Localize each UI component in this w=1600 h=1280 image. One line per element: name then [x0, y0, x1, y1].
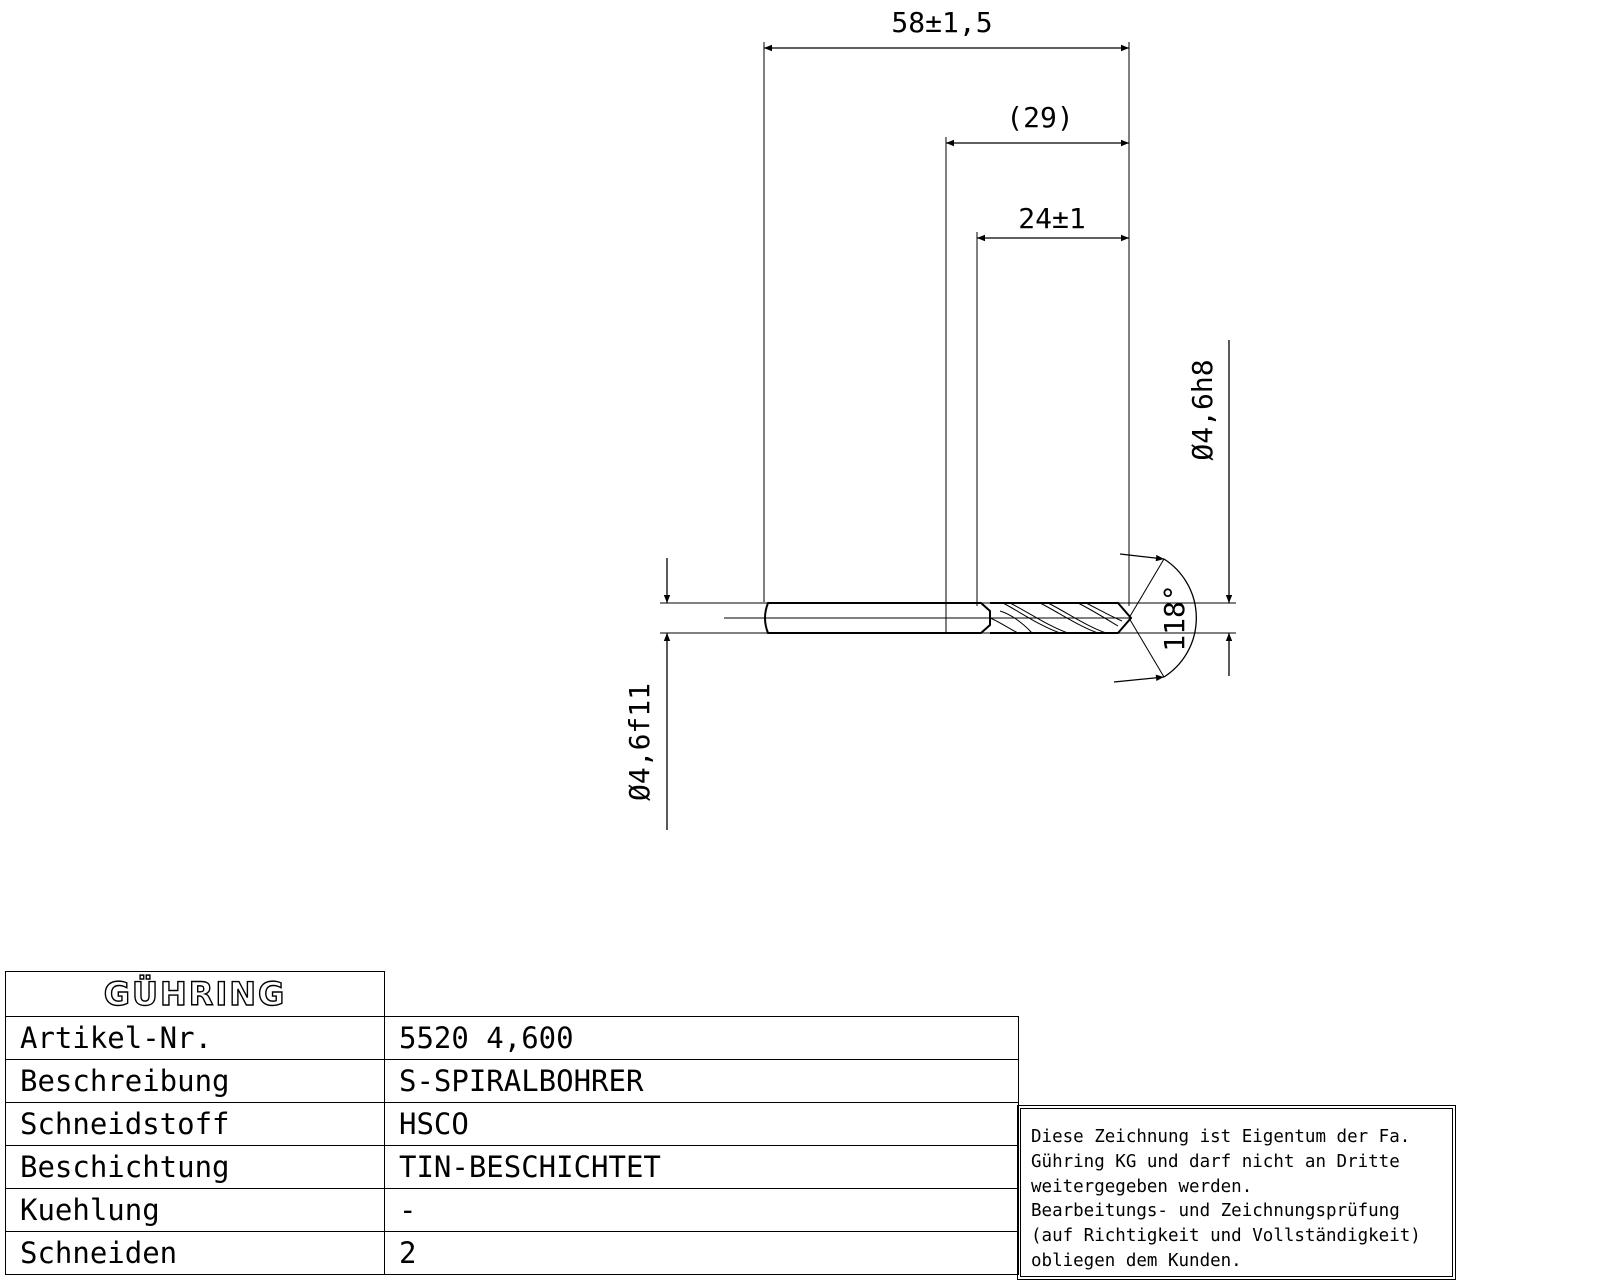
notice-line: obliegen dem Kunden.: [1031, 1250, 1242, 1271]
value-beschichtung: TIN-BESCHICHTET: [384, 1145, 1019, 1189]
notice-line: weitergegeben werden.: [1031, 1176, 1253, 1197]
blank-cell: [384, 971, 1019, 1017]
drill-outline: [724, 602, 1133, 634]
body-diameter-text: Ø4,6h8: [1186, 359, 1219, 460]
dimension-shank-length: (29): [946, 101, 1129, 147]
dimension-point-angle: 118°: [1113, 553, 1197, 683]
dimension-shank-diameter: Ø4,6f11: [623, 558, 671, 830]
extension-lines: [660, 42, 1236, 634]
logo-cell: GÜHRING: [5, 971, 385, 1017]
notice-line: Gühring KG und darf nicht an Dritte: [1031, 1151, 1400, 1172]
guehring-logo: GÜHRING: [103, 974, 287, 1013]
label-kuehlung: Kuehlung: [5, 1188, 385, 1232]
dimension-flute-length: 24±1: [977, 202, 1129, 242]
label-beschreibung: Beschreibung: [5, 1059, 385, 1103]
notice-line: Bearbeitungs- und Zeichnungsprüfung: [1031, 1201, 1400, 1222]
table-row: Kuehlung -: [5, 1188, 1019, 1232]
label-schneidstoff: Schneidstoff: [5, 1102, 385, 1146]
value-kuehlung: -: [384, 1188, 1019, 1232]
table-row: Artikel-Nr. 5520 4,600: [5, 1016, 1019, 1060]
flute-length-text: 24±1: [1018, 202, 1085, 235]
table-row: Schneiden 2: [5, 1231, 1019, 1275]
table-row: Beschreibung S-SPIRALBOHRER: [5, 1059, 1019, 1103]
dimension-body-diameter: Ø4,6h8: [1186, 340, 1233, 676]
label-beschichtung: Beschichtung: [5, 1145, 385, 1189]
value-schneidstoff: HSCO: [384, 1102, 1019, 1146]
title-block: GÜHRING Artikel-Nr. 5520 4,600 Beschreib…: [5, 971, 1019, 1275]
table-row: Schneidstoff HSCO: [5, 1102, 1019, 1146]
notice-line: Diese Zeichnung ist Eigentum der Fa.: [1031, 1127, 1411, 1147]
value-artikel-nr: 5520 4,600: [384, 1016, 1019, 1060]
shank-length-text: (29): [1006, 101, 1073, 134]
table-row: Beschichtung TIN-BESCHICHTET: [5, 1145, 1019, 1189]
label-artikel-nr: Artikel-Nr.: [5, 1016, 385, 1060]
shank-diameter-text: Ø4,6f11: [623, 683, 656, 801]
ownership-notice: Diese Zeichnung ist Eigentum der Fa. Güh…: [1017, 1105, 1456, 1280]
value-schneiden: 2: [384, 1231, 1019, 1275]
overall-length-text: 58±1,5: [891, 6, 992, 39]
notice-line: (auf Richtigkeit und Vollständigkeit): [1031, 1226, 1421, 1247]
dimension-overall-length: 58±1,5: [764, 6, 1129, 52]
point-angle-text: 118°: [1158, 584, 1191, 651]
value-beschreibung: S-SPIRALBOHRER: [384, 1059, 1019, 1103]
label-schneiden: Schneiden: [5, 1231, 385, 1275]
